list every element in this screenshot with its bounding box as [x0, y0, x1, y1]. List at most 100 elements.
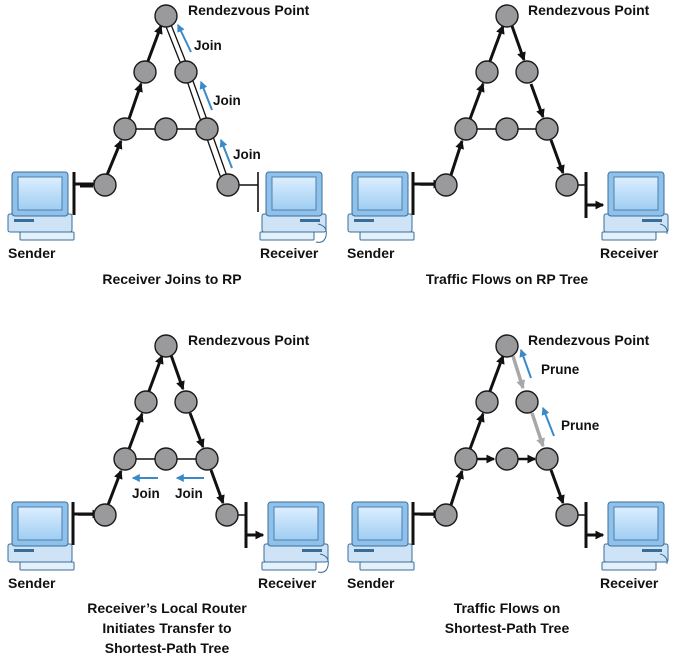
- receiver-computer-icon: [259, 171, 327, 243]
- link: [162, 18, 224, 185]
- traffic-arrow: [468, 82, 485, 120]
- caption: Receiver Joins to RP: [102, 271, 241, 287]
- router-icon: [434, 173, 458, 197]
- router-icon: [133, 60, 157, 84]
- sender-computer-icon: [347, 171, 415, 241]
- router-icon: [195, 447, 219, 471]
- traffic-arrow: [468, 412, 485, 450]
- join-label: Join: [233, 147, 261, 162]
- traffic-arrow: [169, 354, 185, 391]
- caption: Traffic Flows on: [454, 600, 561, 616]
- receiver-computer-icon: [601, 171, 669, 241]
- traffic-arrow: [510, 25, 526, 62]
- prune-label: Prune: [561, 418, 600, 433]
- traffic-arrow: [127, 82, 143, 120]
- traffic-arrow: [105, 139, 123, 176]
- sender-label: Sender: [347, 245, 395, 261]
- router-icon: [495, 4, 519, 28]
- router-icon: [154, 334, 178, 358]
- sender-computer-icon: [7, 171, 75, 241]
- router-icon: [113, 117, 137, 141]
- sender-label: Sender: [8, 245, 56, 261]
- panel-switch-to-spt: Rendezvous Point Join Join Sender Receiv…: [7, 332, 329, 656]
- router-icon: [154, 4, 178, 28]
- join-label: Join: [175, 486, 203, 501]
- router-icon: [93, 173, 117, 197]
- router-icon: [495, 334, 519, 358]
- sender-computer-icon: [7, 501, 75, 571]
- router-icon: [174, 390, 198, 414]
- caption: Traffic Flows on RP Tree: [426, 271, 589, 287]
- join-label: Join: [213, 93, 241, 108]
- rp-label: Rendezvous Point: [528, 332, 650, 348]
- router-icon: [555, 503, 579, 527]
- join-arrow: [177, 23, 192, 53]
- router-icon: [216, 173, 240, 197]
- router-icon: [495, 117, 519, 141]
- receiver-label: Receiver: [260, 245, 319, 261]
- rp-label: Rendezvous Point: [528, 2, 650, 18]
- prune-arrow: [519, 348, 532, 379]
- join-label: Join: [132, 486, 160, 501]
- router-icon: [535, 447, 559, 471]
- traffic-arrow: [549, 469, 565, 505]
- router-icon: [434, 503, 458, 527]
- traffic-arrow: [549, 139, 565, 175]
- receiver-label: Receiver: [600, 245, 659, 261]
- rp-label: Rendezvous Point: [188, 2, 310, 18]
- router-icon: [454, 117, 478, 141]
- router-icon: [154, 117, 178, 141]
- router-icon: [113, 447, 137, 471]
- router-icon: [195, 117, 219, 141]
- receiver-computer-icon: [601, 501, 669, 571]
- join-label: Join: [194, 38, 222, 53]
- traffic-arrow: [488, 24, 505, 62]
- traffic-arrow: [146, 24, 163, 62]
- prune-label: Prune: [541, 362, 580, 377]
- traffic-arrow: [188, 412, 205, 449]
- router-icon: [475, 60, 499, 84]
- router-icon: [134, 390, 158, 414]
- router-icon: [174, 60, 198, 84]
- pruned-paths: [511, 355, 545, 448]
- traffic-arrows: [413, 354, 605, 540]
- router-icon: [495, 447, 519, 471]
- router-icon: [215, 503, 239, 527]
- traffic-arrow: [529, 83, 545, 119]
- router-icon: [154, 447, 178, 471]
- join-arrow: [199, 80, 213, 111]
- panel-receiver-joins: Rendezvous Point Join Join Join Sender R…: [7, 2, 327, 287]
- caption: Shortest-Path Tree: [445, 620, 570, 636]
- pruned-arrow: [511, 355, 526, 390]
- traffic-arrows: [74, 24, 163, 189]
- router-icon: [475, 390, 499, 414]
- traffic-arrow: [209, 469, 225, 505]
- traffic-arrow: [449, 469, 464, 506]
- pruned-arrow: [530, 412, 545, 448]
- router-icon: [93, 503, 117, 527]
- traffic-arrow: [488, 354, 505, 392]
- link: [167, 16, 230, 183]
- rp-label: Rendezvous Point: [188, 332, 310, 348]
- router-icon: [535, 117, 559, 141]
- sender-label: Sender: [8, 575, 56, 591]
- caption: Receiver’s Local Router: [87, 600, 247, 616]
- receiver-computer-icon: [261, 501, 329, 573]
- traffic-arrow: [449, 139, 464, 176]
- sender-label: Sender: [347, 575, 395, 591]
- caption: Shortest-Path Tree: [105, 640, 230, 656]
- caption: Initiates Transfer to: [102, 620, 231, 636]
- traffic-arrow: [147, 354, 164, 392]
- prune-arrow: [541, 406, 555, 437]
- traffic-arrows: [413, 24, 605, 210]
- receiver-label: Receiver: [600, 575, 659, 591]
- panel-traffic-rp-tree: Rendezvous Point Sender Receiver Traffic…: [347, 2, 669, 287]
- panel-traffic-spt: Rendezvous Point Prune Prune Sender Rece…: [347, 332, 669, 636]
- traffic-arrows: [73, 354, 265, 540]
- router-icon: [515, 390, 539, 414]
- traffic-arrow: [106, 469, 123, 506]
- router-icon: [515, 60, 539, 84]
- router-icon: [454, 447, 478, 471]
- sender-computer-icon: [347, 501, 415, 571]
